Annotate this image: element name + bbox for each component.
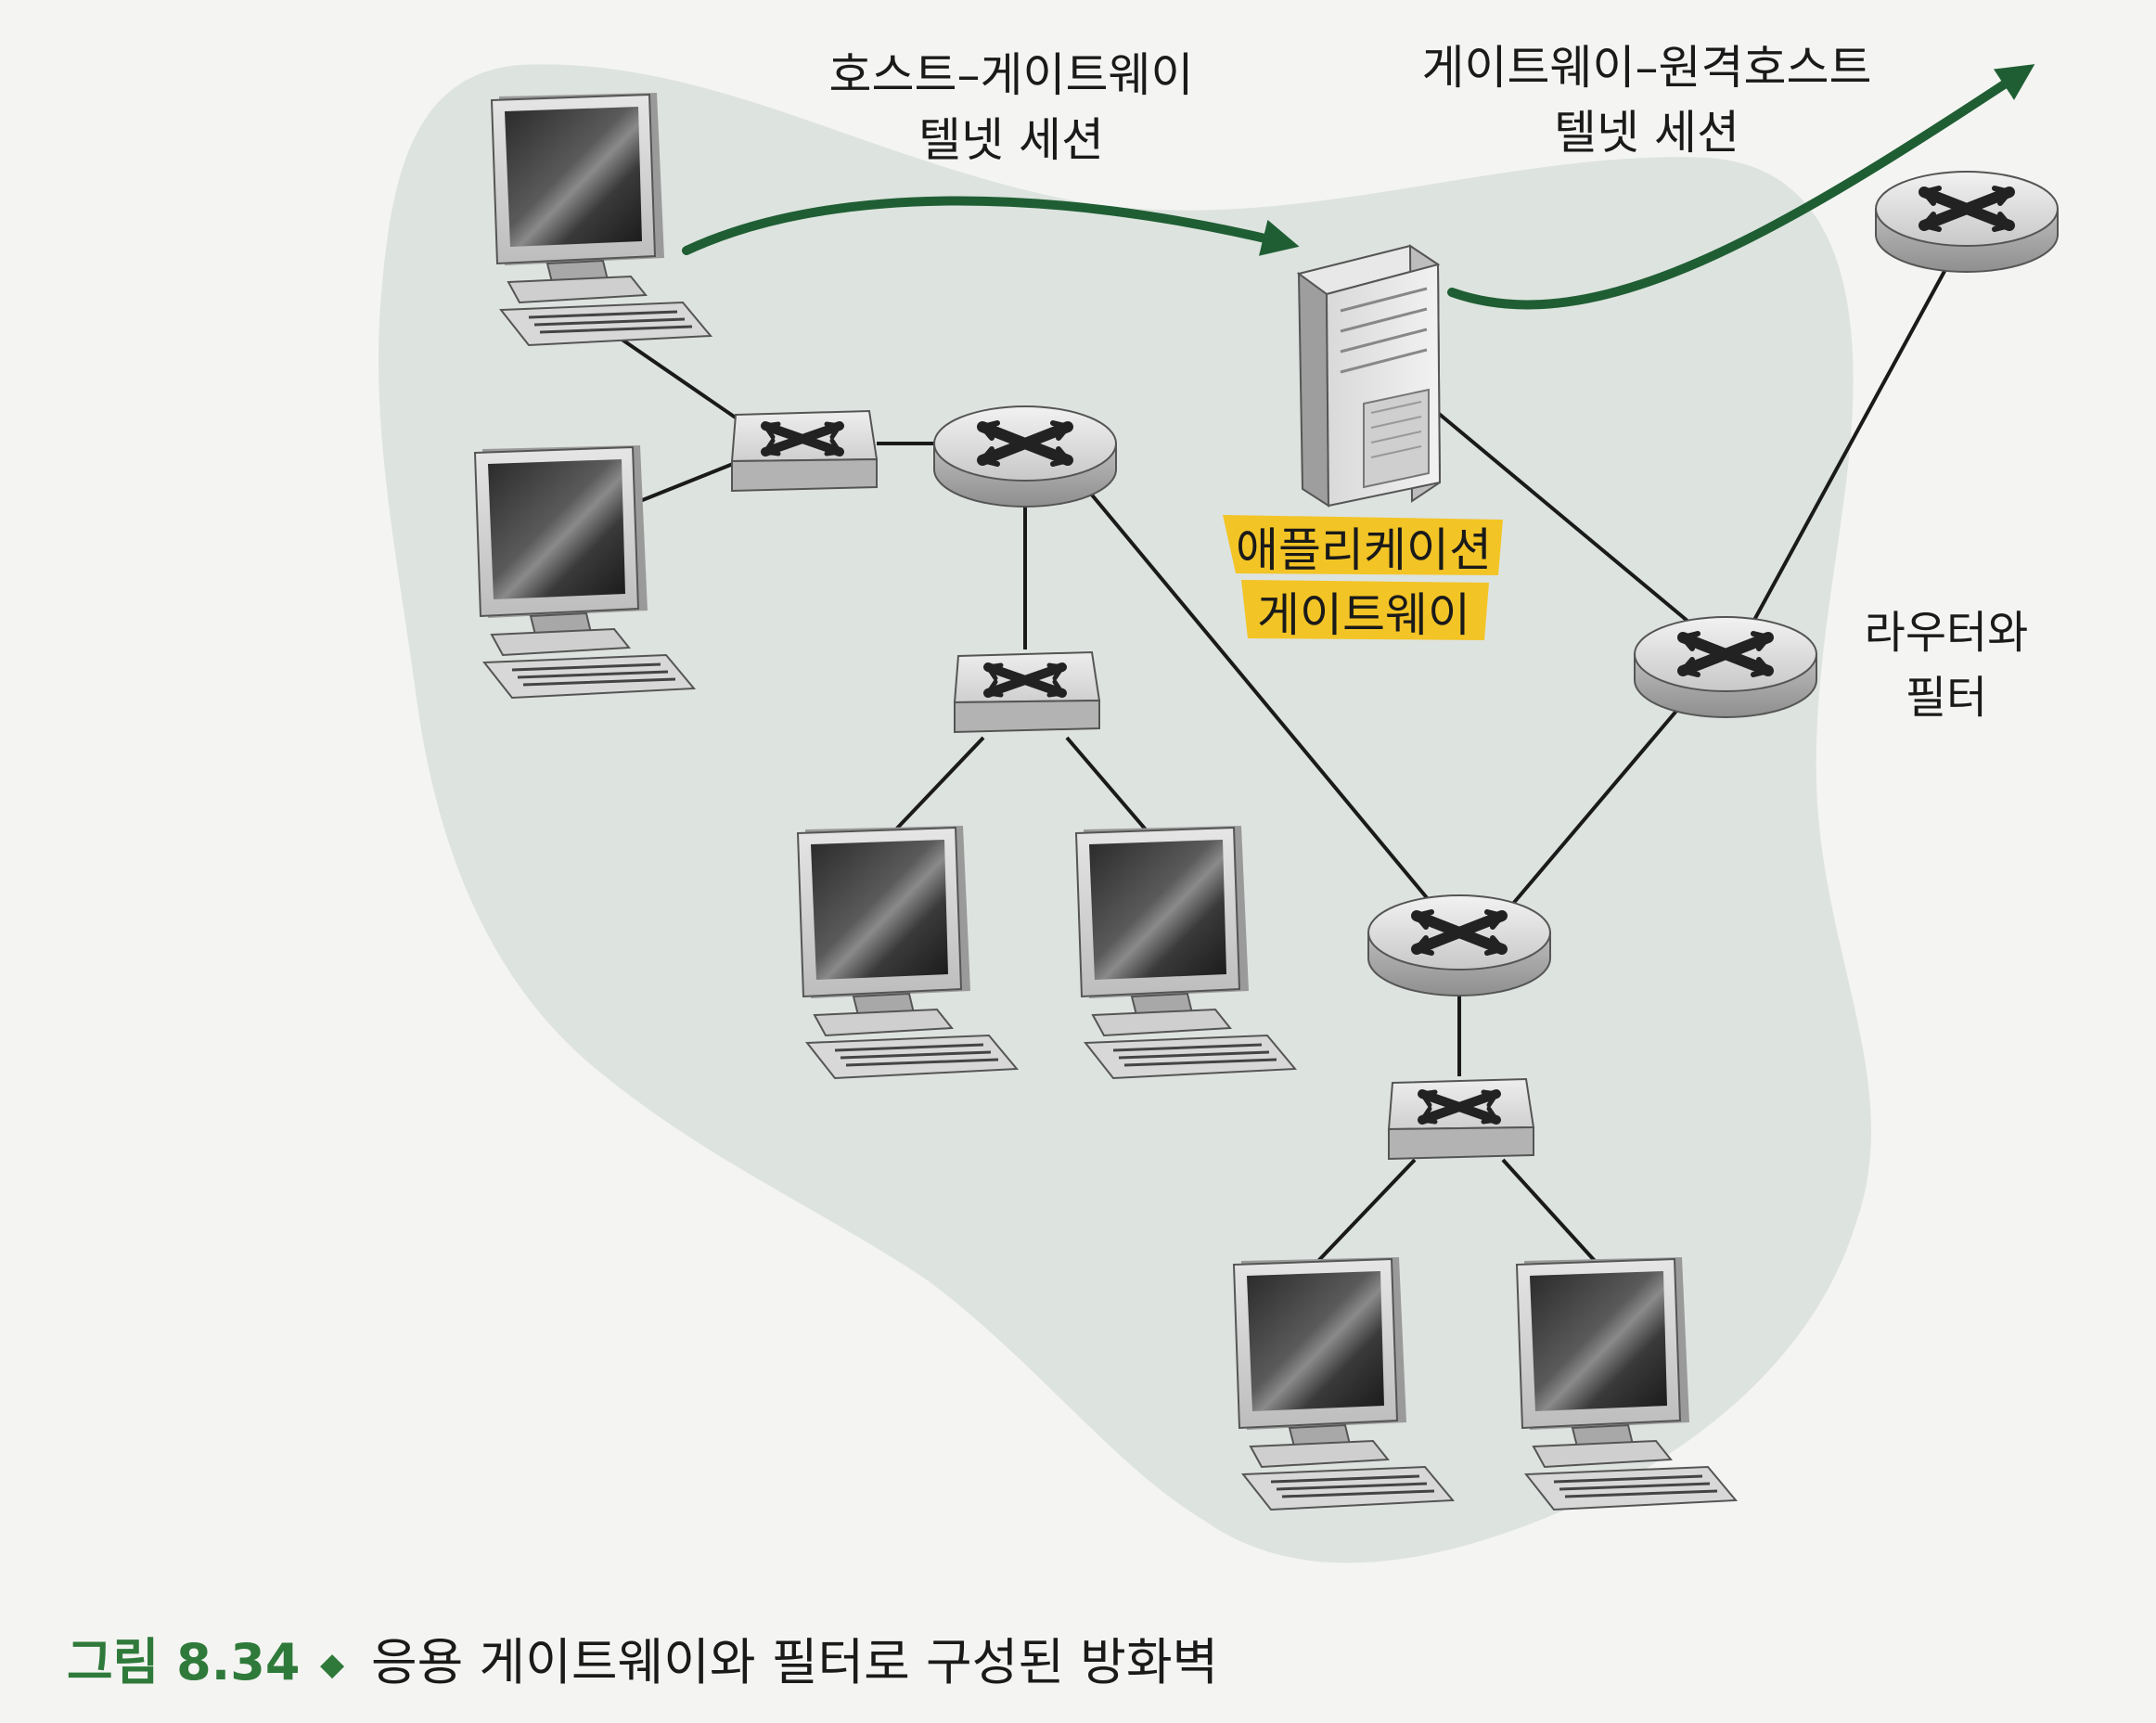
router-4 bbox=[1368, 895, 1550, 996]
switch-1 bbox=[732, 411, 877, 491]
link-switch3-pc5 bbox=[1315, 1158, 1417, 1264]
session1-label-line1: 호스트–게이트웨이 bbox=[829, 48, 1194, 102]
link-router4-router3 bbox=[1510, 689, 1695, 907]
link-switch2-pc3 bbox=[889, 736, 985, 837]
gateway-label-line2: 게이트웨이 bbox=[1257, 588, 1470, 642]
link-pc2-switch1 bbox=[639, 462, 734, 503]
caption-text: 응용 게이트웨이와 필터로 구성된 방화벽 bbox=[371, 1633, 1218, 1691]
caption-bullet: ◆ bbox=[320, 1646, 345, 1683]
network-links bbox=[592, 264, 1950, 1264]
switch-3 bbox=[1389, 1079, 1534, 1159]
gateway-remote-telnet-arrow bbox=[1447, 64, 2035, 310]
link-switch2-pc4 bbox=[1065, 736, 1152, 837]
router-filter-label-line1: 라우터와 bbox=[1865, 607, 2029, 659]
session2-label-line1: 게이트웨이–원격호스트 bbox=[1422, 41, 1872, 95]
session2-label-line2: 텔넷 세션 bbox=[1554, 106, 1739, 160]
gateway-label-highlight bbox=[1223, 515, 1503, 640]
host-gateway-telnet-arrow bbox=[682, 196, 1300, 256]
router-1 bbox=[934, 406, 1116, 507]
router-2-remote bbox=[1876, 172, 2058, 272]
link-router3-server bbox=[1436, 411, 1690, 624]
gateway-label-line1: 애플리케이션 bbox=[1236, 523, 1492, 577]
link-switch3-pc6 bbox=[1501, 1158, 1598, 1264]
link-router1-router4 bbox=[1084, 485, 1431, 902]
figure-caption: 그림 8.34 ◆ 응용 게이트웨이와 필터로 구성된 방화벽 bbox=[67, 1633, 1218, 1691]
link-router3-router2 bbox=[1752, 264, 1950, 623]
router-filter-label-line2: 필터 bbox=[1906, 672, 1987, 724]
router-filter bbox=[1635, 617, 1816, 717]
switch-2 bbox=[955, 652, 1099, 732]
caption-figure-number: 그림 8.34 bbox=[67, 1633, 300, 1691]
application-gateway-server bbox=[1296, 244, 1442, 508]
session1-label-line2: 텔넷 세션 bbox=[918, 113, 1104, 167]
